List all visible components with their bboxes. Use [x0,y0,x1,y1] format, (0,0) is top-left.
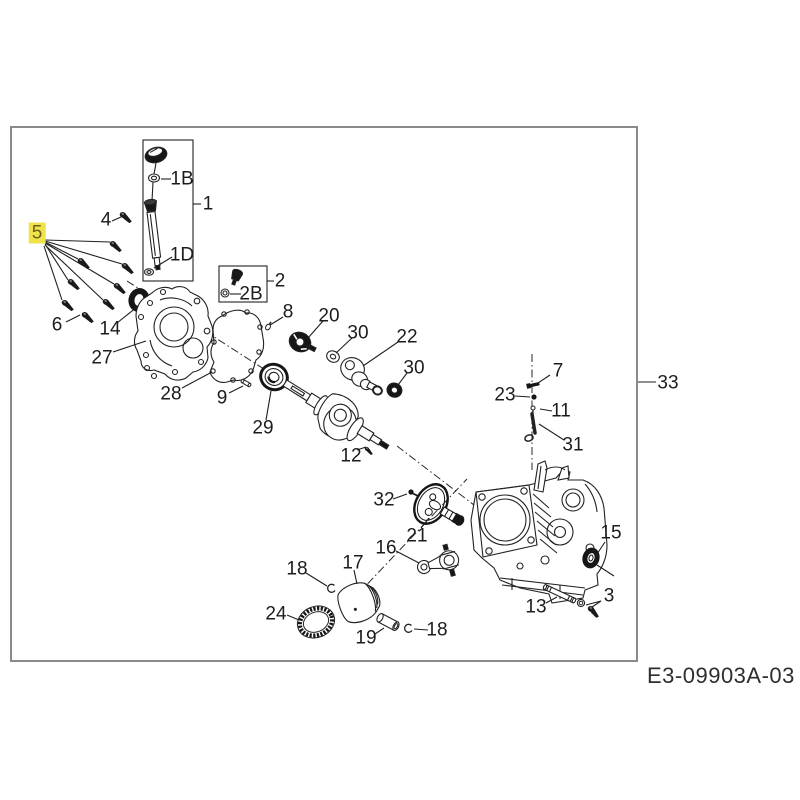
part-label-1B: 1B [170,168,194,190]
part-label-4: 4 [100,209,112,231]
part-label-20: 20 [318,305,340,327]
part-label-15: 15 [600,522,622,544]
bolt-6 [80,310,96,324]
governor-parts [524,381,540,442]
bolt-32 [408,489,419,497]
part-label-33: 33 [657,372,679,394]
fastener-fan-5 [43,239,136,312]
part-label-29: 29 [252,417,274,439]
part-label-21: 21 [406,525,428,547]
crankshaft-12 [282,379,390,450]
part-label-19: 19 [355,627,377,649]
part-label-17: 17 [342,552,364,574]
bolt-3 [585,604,602,619]
pin-8 [265,321,272,331]
piston-pin-19 [376,612,400,632]
part-label-2B: 2B [239,283,263,305]
part-label-18-left: 18 [286,558,308,580]
part-label-12: 12 [340,445,362,467]
part-label-32: 32 [373,489,395,511]
plug-box-2 [218,265,268,303]
oil-seal-15 [582,547,600,569]
part-label-6: 6 [51,314,63,336]
part-label-30b: 30 [403,357,425,379]
gasket-28 [209,309,265,383]
part-label-1: 1 [202,193,214,215]
part-label-1D: 1D [169,244,195,266]
part-label-28: 28 [160,383,182,405]
part-label-27: 27 [91,347,113,369]
part-label-11: 11 [551,400,571,422]
circlip-18-right [404,623,413,633]
drawing-code: E3-09903A-03 [647,663,795,688]
part-label-14: 14 [99,318,121,340]
dipstick-assembly-1 [142,139,194,282]
camshaft-21 [413,483,465,526]
part-label-16: 16 [375,537,397,559]
part-label-18-right: 18 [426,619,448,641]
part-label-31: 31 [562,434,584,456]
part-label-3: 3 [603,585,615,607]
part-label-22: 22 [396,326,418,348]
cam-train-20-30-22-30 [288,331,403,398]
bearing-29 [259,362,289,392]
part-label-8: 8 [282,301,294,323]
part-label-30a: 30 [347,322,369,344]
piston-rings-24 [296,605,336,639]
engine-block [470,460,608,604]
crankcase-cover-27 [133,286,214,381]
stud-13 [542,584,577,604]
pin-9 [240,378,252,388]
piston-17 [337,582,381,624]
circlip-18-left [327,583,336,593]
leader-lines [65,178,656,635]
part-label-13: 13 [525,596,547,618]
part-label-9: 9 [216,387,228,409]
part-label-23: 23 [494,384,516,406]
part-label-24: 24 [265,603,287,625]
part-label-2: 2 [274,270,286,292]
part-label-5-highlighted: 5 [28,222,46,244]
part-label-7: 7 [552,360,564,382]
washer-3 [576,598,586,608]
connecting-rod-16 [416,543,460,577]
